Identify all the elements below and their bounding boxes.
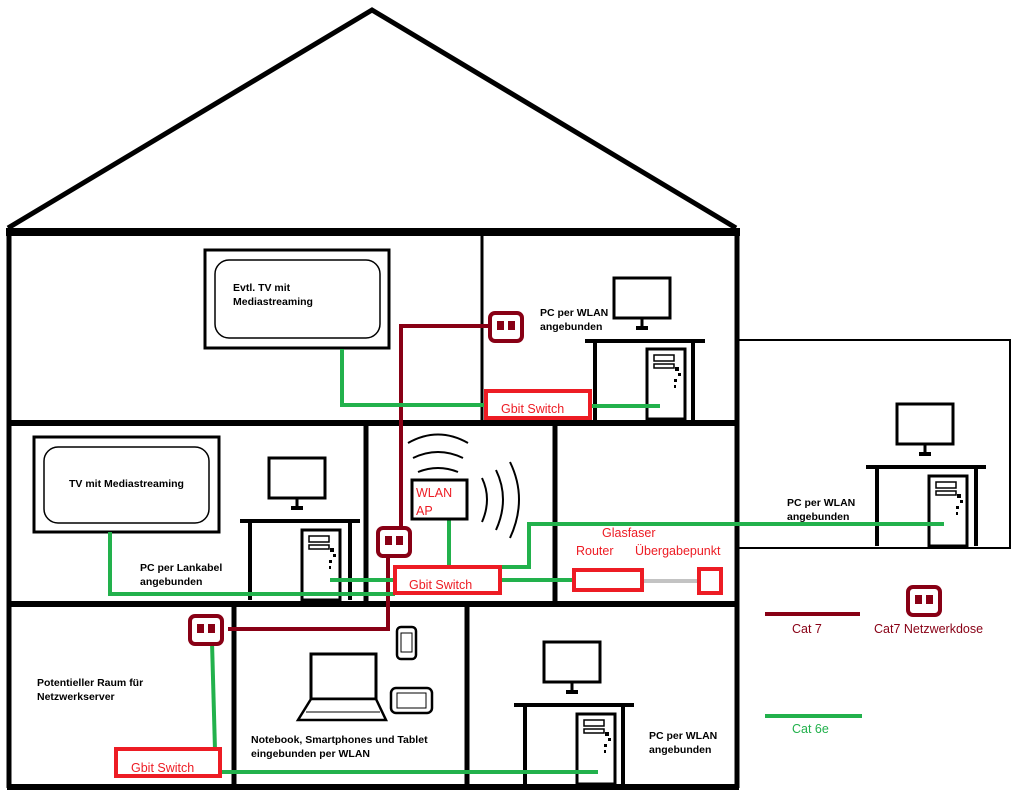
legend-cat7-label: Cat 7 (792, 622, 822, 636)
mobile-devices-label: Notebook, Smartphones und Tablet eingebu… (251, 734, 430, 760)
pc-middle-left-label: PC per Lankabel angebunden (140, 562, 225, 588)
monitor-icon (542, 640, 602, 696)
workstation-bottom-right (514, 640, 634, 786)
pc-tower-icon (645, 347, 687, 421)
fiber-box (697, 567, 723, 595)
tv-middle-label: TV mit Mediastreaming (69, 478, 184, 490)
tv-icon (203, 248, 391, 350)
router-box (572, 568, 644, 592)
monitor-icon (267, 456, 327, 512)
pc-tower-icon (927, 474, 969, 548)
desk-icon (585, 339, 705, 421)
annex (737, 339, 1011, 549)
tablet-icon (389, 686, 434, 715)
gbit-switch-middle-label: Gbit Switch (409, 578, 472, 592)
workstation-middle-left (240, 456, 360, 602)
gbit-switch-bottom (114, 747, 222, 778)
tv-top-label: Evtl. TV mit Mediastreaming (233, 282, 313, 308)
gbit-switch-top-label: Gbit Switch (501, 402, 564, 416)
legend-cat6e-label: Cat 6e (792, 722, 829, 736)
network-socket-icon (488, 311, 524, 343)
workstation-annex (866, 402, 986, 548)
tv-icon (32, 435, 221, 534)
monitor-icon (612, 276, 672, 332)
gbit-switch-bottom-label: Gbit Switch (131, 761, 194, 775)
pc-annex-label: PC per WLAN angebunden (787, 497, 858, 523)
pc-top-right-label: PC per WLAN angebunden (540, 307, 611, 333)
pc-tower-icon (300, 528, 342, 602)
wlan-ap-box (410, 478, 469, 521)
legend: Cat 7 Cat7 Netzwerkdose Cat 6e (792, 622, 983, 736)
gbit-switch-middle (393, 565, 502, 595)
fiber-label: Glasfaser Übergabepunkt (602, 526, 721, 558)
network-socket-icon (376, 526, 412, 558)
device-labels: Gbit Switch Gbit Switch Gbit Switch WLAN… (131, 402, 721, 775)
desk-icon (866, 465, 986, 546)
network-socket-icon (906, 585, 942, 617)
cat6e-cables (108, 349, 944, 774)
workstation-top-right (585, 276, 705, 421)
server-room-label: Potentieller Raum für Netzwerkserver (37, 677, 146, 703)
room-labels: Evtl. TV mit Mediastreaming PC per WLAN … (37, 282, 858, 760)
wlan-ap-label: WLAN AP (416, 486, 456, 518)
monitor-icon (895, 402, 955, 458)
device-boxes (114, 389, 723, 778)
pc-bottom-right-label: PC per WLAN angebunden (649, 730, 720, 756)
house-structure (6, 7, 1011, 790)
gbit-switch-top (484, 389, 592, 420)
desk-icon (240, 519, 360, 600)
network-socket-icon (188, 614, 224, 646)
laptop-icon (295, 652, 388, 722)
roof (6, 7, 738, 231)
smartphone-icon (395, 625, 418, 661)
wifi-waves-icon (407, 433, 520, 539)
router-label: Router (576, 544, 614, 558)
legend-socket-label: Cat7 Netzwerkdose (874, 622, 983, 636)
